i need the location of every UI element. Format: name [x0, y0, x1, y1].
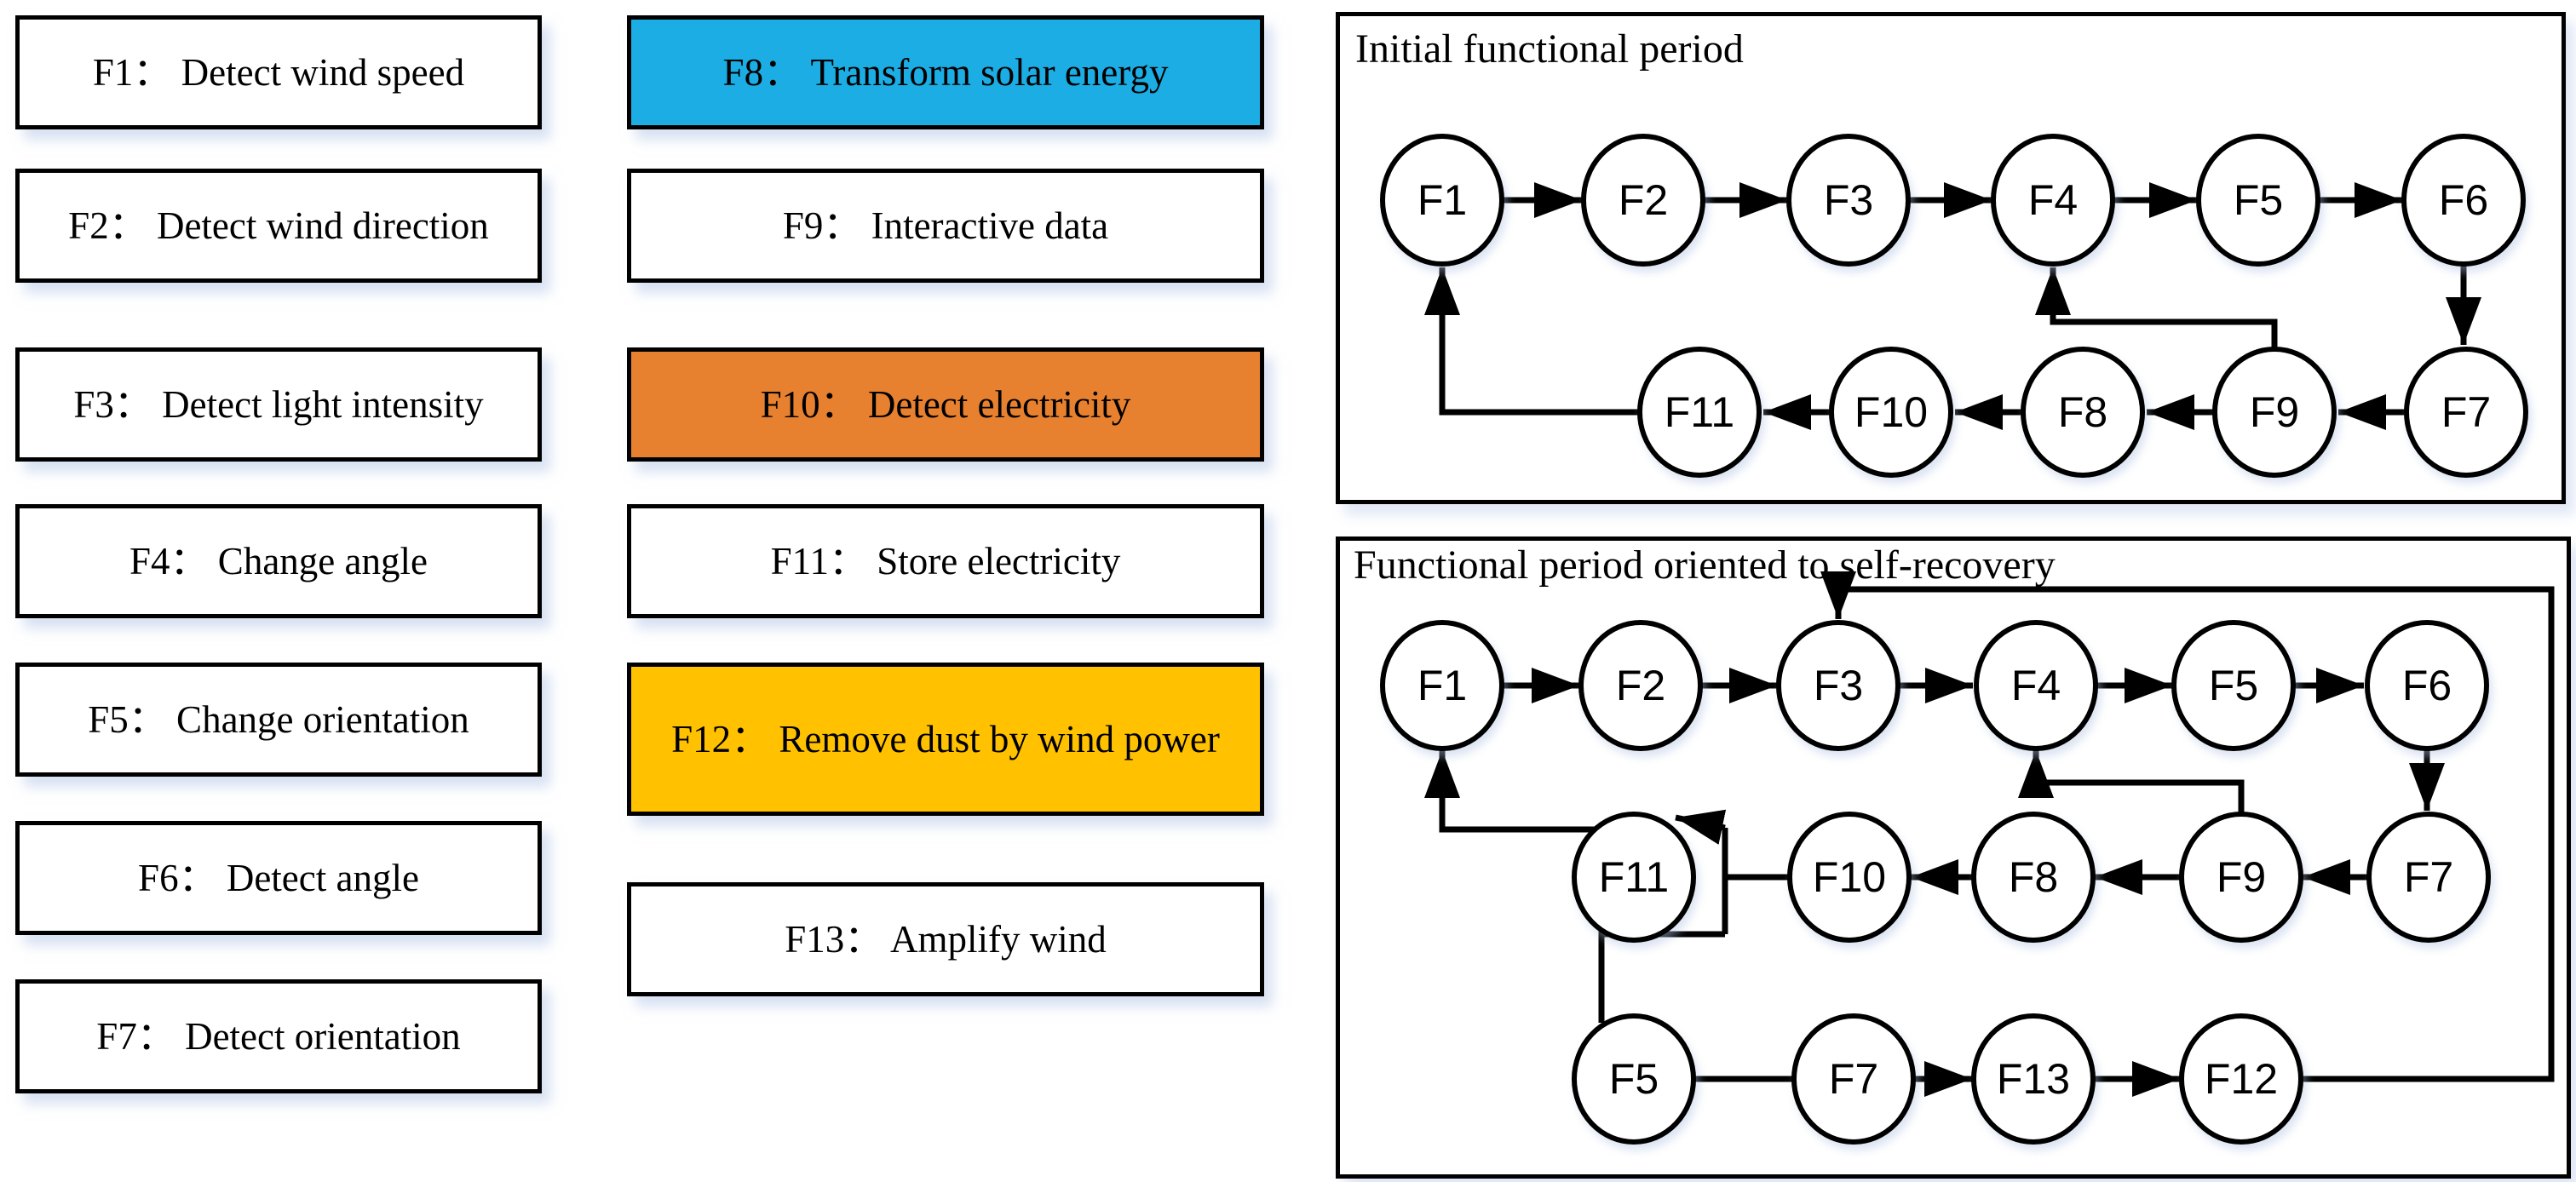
node-p0-f10: F10	[1829, 347, 1953, 478]
node-p0-f2: F2	[1581, 134, 1705, 267]
edge-f9-f4	[2035, 267, 2278, 348]
node-p0-f2-label: F2	[1619, 176, 1668, 224]
function-box-f2-label: F2： Detect wind direction	[68, 204, 489, 247]
node-p1-f4: F4	[1974, 620, 2098, 751]
edge2-f12-f3-loop	[1820, 571, 2555, 1082]
node-p1-f7b: F7	[1791, 1013, 1916, 1145]
function-box-f6-label: F6： Detect angle	[138, 856, 419, 899]
function-box-f13: F13： Amplify wind	[627, 882, 1264, 996]
function-box-f3: F3： Detect light intensity	[15, 347, 542, 462]
node-p1-f11-label: F11	[1599, 853, 1669, 901]
node-p1-f6: F6	[2365, 620, 2489, 751]
function-box-f8: F8： Transform solar energy	[627, 15, 1264, 129]
node-p1-f1-label: F1	[1417, 662, 1467, 709]
edge-f11-f1	[1424, 267, 1699, 416]
node-p1-f2-label: F2	[1616, 662, 1665, 709]
node-p1-f10: F10	[1787, 812, 1912, 943]
panel-initial-title: Initial functional period	[1355, 26, 1744, 72]
node-p0-f9-label: F9	[2250, 388, 2299, 436]
panel-initial-diagram: Initial functional period F1 F2	[1355, 26, 2528, 478]
node-p0-f11: F11	[1637, 347, 1762, 478]
node-p0-f3-label: F3	[1824, 176, 1873, 224]
node-p0-f6-label: F6	[2439, 176, 2488, 224]
node-p1-f2: F2	[1578, 620, 1703, 751]
node-p1-f7b-label: F7	[1829, 1055, 1878, 1103]
function-box-f10: F10： Detect electricity	[627, 347, 1264, 462]
node-p1-f5b: F5	[1572, 1013, 1696, 1145]
node-p1-f6-label: F6	[2402, 662, 2452, 709]
node-p1-f9-label: F9	[2217, 853, 2266, 901]
node-p1-f3-label: F3	[1814, 662, 1863, 709]
node-p0-f7-label: F7	[2441, 388, 2491, 436]
function-box-f12: F12： Remove dust by wind power	[627, 663, 1264, 816]
node-p1-f4-label: F4	[2011, 662, 2061, 709]
node-p0-f8-label: F8	[2058, 388, 2107, 436]
node-p0-f8: F8	[2021, 347, 2145, 478]
node-p1-f8: F8	[1971, 812, 2096, 943]
function-box-f10-label: F10： Detect electricity	[760, 382, 1131, 426]
function-box-f13-label: F13： Amplify wind	[785, 917, 1107, 961]
node-p1-f5-label: F5	[2209, 662, 2258, 709]
node-p0-f5: F5	[2196, 134, 2320, 267]
node-p1-f13: F13	[1971, 1013, 2096, 1145]
node-p1-f12: F12	[2179, 1013, 2303, 1145]
node-p0-f6: F6	[2401, 134, 2526, 267]
function-box-f7-label: F7： Detect orientation	[96, 1014, 461, 1058]
function-box-f3-label: F3： Detect light intensity	[73, 382, 484, 426]
function-box-f11-label: F11： Store electricity	[770, 539, 1121, 582]
function-box-f5: F5： Change orientation	[15, 663, 542, 777]
edge2-junction-f5	[1598, 931, 1725, 1023]
node-p1-f3: F3	[1776, 620, 1900, 751]
node-p0-f4: F4	[1991, 134, 2115, 267]
function-box-f2: F2： Detect wind direction	[15, 169, 542, 283]
node-p0-f1-label: F1	[1417, 176, 1467, 224]
panel-initial-functional-period: Initial functional period F1 F2	[1336, 12, 2566, 504]
node-p1-f12-label: F12	[2205, 1055, 2278, 1103]
panel-self-recovery-title: Functional period oriented to self-recov…	[1354, 542, 2056, 588]
function-box-f7: F7： Detect orientation	[15, 979, 542, 1093]
panel-self-recovery-diagram: Functional period oriented to self-recov…	[1354, 542, 2555, 1145]
node-p0-f3: F3	[1786, 134, 1911, 267]
node-p1-f7: F7	[2366, 812, 2491, 943]
edge2-junction-f11	[1675, 809, 1727, 845]
function-box-f5-label: F5： Change orientation	[88, 697, 469, 741]
panel-self-recovery-period: Functional period oriented to self-recov…	[1336, 536, 2571, 1179]
node-p1-f7-label: F7	[2404, 853, 2453, 901]
node-p0-f1: F1	[1380, 134, 1504, 267]
node-p0-f4-label: F4	[2028, 176, 2078, 224]
function-box-f11: F11： Store electricity	[627, 504, 1264, 618]
node-p1-f5b-label: F5	[1609, 1055, 1659, 1103]
node-p1-f10-label: F10	[1813, 853, 1886, 901]
function-box-f6: F6： Detect angle	[15, 821, 542, 935]
function-box-f4: F4： Change angle	[15, 504, 542, 618]
edge2-f11-f1	[1424, 750, 1634, 833]
node-p1-f5: F5	[2171, 620, 2296, 751]
node-p1-f13-label: F13	[1997, 1055, 2070, 1103]
function-box-f9: F9： Interactive data	[627, 169, 1264, 283]
node-p0-f9: F9	[2212, 347, 2337, 478]
node-p1-f8-label: F8	[2009, 853, 2058, 901]
function-box-f1-label: F1： Detect wind speed	[92, 50, 465, 94]
node-p0-f10-label: F10	[1854, 388, 1928, 436]
function-box-f9-label: F9： Interactive data	[782, 204, 1109, 247]
function-box-f4-label: F4： Change angle	[129, 539, 428, 582]
edge2-f9-f4	[2018, 750, 2245, 814]
node-p1-f9: F9	[2179, 812, 2303, 943]
node-p0-f7: F7	[2404, 347, 2528, 478]
node-p1-f11: F11	[1572, 812, 1696, 943]
node-p0-f11-label: F11	[1665, 388, 1734, 436]
function-box-f12-label: F12： Remove dust by wind power	[671, 717, 1220, 760]
function-box-f1: F1： Detect wind speed	[15, 15, 542, 129]
function-box-f8-label: F8： Transform solar energy	[722, 50, 1169, 94]
node-p0-f5-label: F5	[2234, 176, 2283, 224]
node-p1-f1: F1	[1380, 620, 1504, 751]
